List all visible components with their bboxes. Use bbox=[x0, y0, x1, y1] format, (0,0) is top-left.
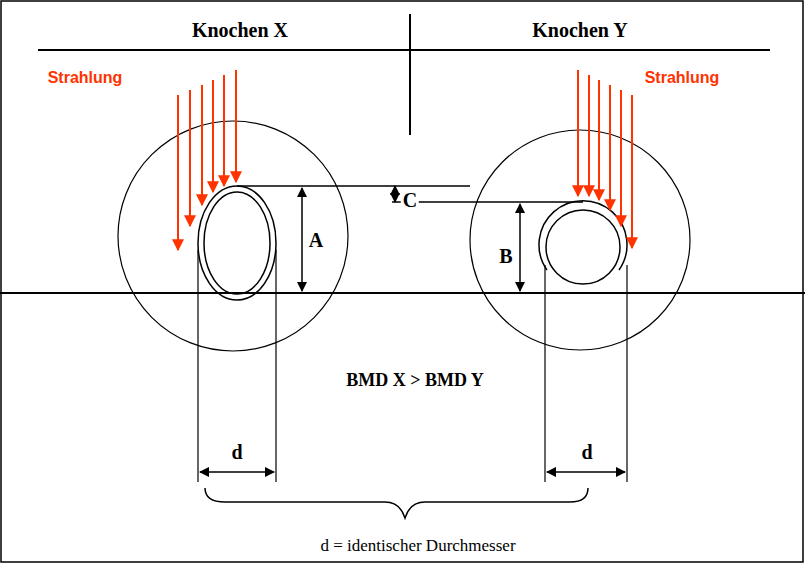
dimension-label: B bbox=[497, 245, 514, 267]
dimension-label: A bbox=[307, 229, 325, 251]
radiation-label: Strahlung bbox=[46, 69, 125, 87]
comparison-note: BMD X > BMD Y bbox=[344, 371, 486, 391]
column-heading: Knochen X bbox=[190, 19, 290, 41]
caption-note: d = identischer Durchmesser bbox=[318, 537, 517, 556]
dimension-label: C bbox=[401, 189, 419, 211]
dimension-label: d bbox=[229, 441, 244, 463]
dimension-label: d bbox=[579, 441, 594, 463]
column-heading: Knochen Y bbox=[530, 19, 629, 41]
radiation-label: Strahlung bbox=[643, 69, 722, 87]
